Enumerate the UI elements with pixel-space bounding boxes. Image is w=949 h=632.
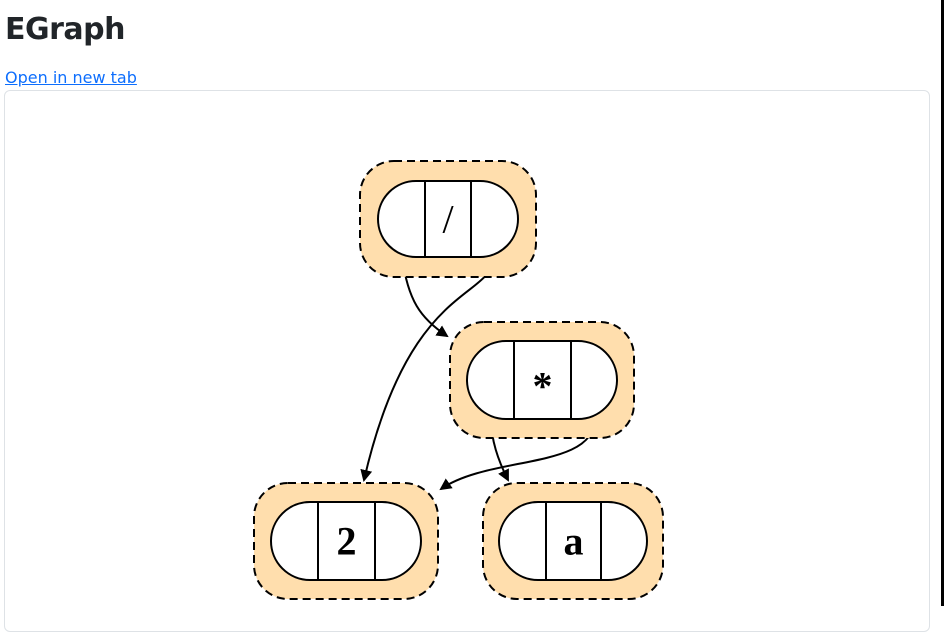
window-edge-divider	[941, 0, 944, 606]
egraph-diagram: / * 2 a	[253, 160, 664, 600]
enode-label-two: 2	[337, 519, 357, 564]
eclass-div[interactable]: /	[359, 160, 537, 278]
enode-label-a: a	[564, 519, 584, 564]
enode-a[interactable]	[498, 501, 648, 581]
eclass-a[interactable]: a	[482, 482, 664, 600]
eclass-mul[interactable]: *	[449, 321, 635, 439]
nodes-layer: / * 2 a	[253, 160, 664, 600]
enode-label-mul: *	[533, 364, 553, 409]
enode-two[interactable]	[270, 501, 422, 581]
enode-label-div: /	[442, 197, 454, 242]
page-title: EGraph	[5, 12, 126, 47]
eclass-two[interactable]: 2	[253, 482, 439, 600]
enode-div[interactable]	[377, 180, 519, 258]
enode-mul[interactable]	[466, 340, 618, 420]
open-in-new-tab-link[interactable]: Open in new tab	[5, 68, 137, 87]
